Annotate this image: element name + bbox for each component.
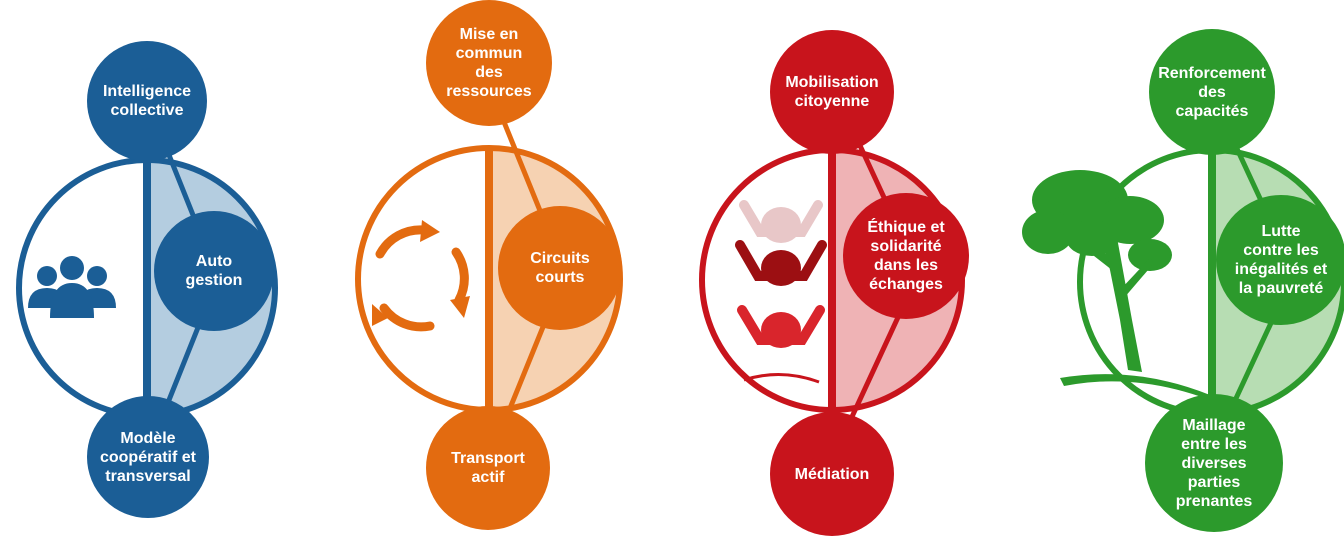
node-top: Intelligence collective [87,41,207,161]
node-top: Mise en commun des ressources [426,0,552,126]
raised-hands-people-icon [735,200,827,384]
node-top: Mobilisation citoyenne [770,30,894,154]
node-side: Lutte contre les inégalités et la pauvre… [1216,195,1344,325]
panel-green: Renforcement des capacités Lutte contre … [1020,0,1344,537]
node-bottom: Modèle coopératif et transversal [87,396,209,518]
panel-orange: Mise en commun des ressources Circuits c… [336,0,636,537]
node-side: Éthique et solidarité dans les échanges [843,193,969,319]
node-bottom: Maillage entre les diverses parties pren… [1145,394,1283,532]
node-side: Circuits courts [498,206,622,330]
people-group-icon [28,256,116,318]
node-side: Auto gestion [154,211,274,331]
cycle-arrows-icon [375,225,469,332]
node-bottom: Transport actif [426,406,550,530]
node-top: Renforcement des capacités [1149,29,1275,155]
panel-red: Mobilisation citoyenne Éthique et solida… [684,0,984,537]
panel-blue: Intelligence collective Auto gestion Mod… [0,0,300,537]
tree-icon [1022,170,1210,400]
cycle-arrowheads [372,220,470,326]
node-bottom: Médiation [770,412,894,536]
